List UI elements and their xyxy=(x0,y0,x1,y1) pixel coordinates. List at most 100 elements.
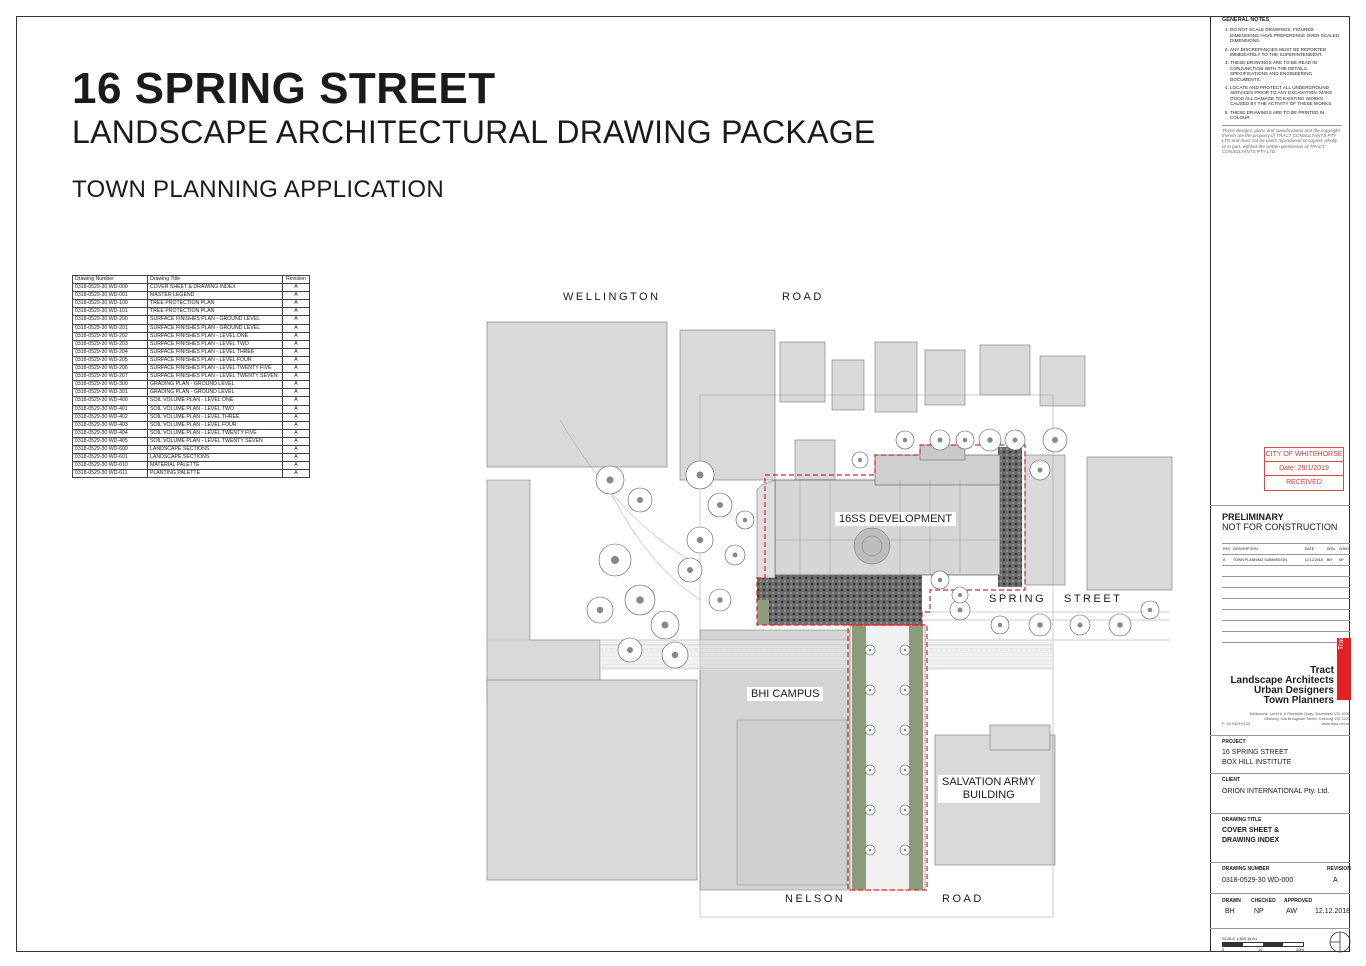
table-cell: A xyxy=(282,444,310,455)
application-type: TOWN PLANNING APPLICATION xyxy=(72,176,445,203)
tree-trunk-icon xyxy=(903,688,907,692)
checked-by: NP xyxy=(1254,908,1264,915)
tree-trunk-icon xyxy=(903,768,907,772)
table-cell: A xyxy=(282,404,310,414)
divider xyxy=(1210,928,1350,929)
tree-trunk-icon xyxy=(957,607,963,613)
client-name: ORION INTERNATIONAL Pty. Ltd. xyxy=(1222,788,1330,795)
tree-trunk-icon xyxy=(732,552,738,558)
revision-row-empty xyxy=(1222,587,1350,599)
divider xyxy=(1210,505,1350,506)
table-cell: A xyxy=(282,307,310,317)
general-note-item: LOCATE AND PROTECT ALL UNDERGROUND SERVI… xyxy=(1230,85,1342,107)
street-label-spring: SPRING xyxy=(987,593,1049,605)
project-title: 16 SPRING STREET xyxy=(72,64,496,113)
development-footprint xyxy=(756,444,1022,625)
table-cell: A xyxy=(282,299,310,309)
tree-trunk-icon xyxy=(696,536,704,544)
divider xyxy=(1210,773,1350,774)
table-cell: A xyxy=(282,323,310,333)
general-notes-heading: GENERAL NOTES xyxy=(1222,17,1270,23)
tree-trunk-icon xyxy=(958,593,962,597)
tree-trunk-icon xyxy=(1012,437,1018,443)
revision-cell: 12.12.2018 xyxy=(1303,554,1326,566)
revision-row-empty xyxy=(1222,609,1350,621)
tree-trunk-icon xyxy=(627,647,633,653)
scale-tick: 10 xyxy=(1258,947,1263,952)
tree-trunk-icon xyxy=(868,848,872,852)
tree-trunk-icon xyxy=(903,848,907,852)
tree-trunk-icon xyxy=(637,497,643,503)
tract-logo-text: Tract xyxy=(1338,634,1345,650)
tree-trunk-icon xyxy=(868,768,872,772)
tree-trunk-icon xyxy=(1117,622,1123,628)
tree-trunk-icon xyxy=(596,606,604,614)
table-cell: A xyxy=(282,291,310,301)
tree-trunk-icon xyxy=(987,437,993,443)
table-cell: A xyxy=(282,355,310,366)
column-header: REV xyxy=(1222,543,1232,555)
general-note-item: DO NOT SCALE DRAWINGS. FIGURED DIMENSION… xyxy=(1230,27,1342,43)
tree-trunk-icon xyxy=(671,651,679,659)
firm-web: www.tract.net.au xyxy=(1321,722,1350,726)
tree-trunk-icon xyxy=(1052,437,1058,443)
copyright-note: These designs, plans and specifications … xyxy=(1222,124,1342,155)
divider xyxy=(1210,893,1350,894)
table-cell: A xyxy=(282,315,310,325)
tree-trunk-icon xyxy=(1077,622,1083,628)
tree-trunk-icon xyxy=(868,808,872,812)
drawing-index-table: Drawing Number Drawing Title Revision 03… xyxy=(72,274,310,479)
table-cell: A xyxy=(282,469,310,479)
revision-row-empty xyxy=(1222,642,1350,653)
tract-logo: Tract xyxy=(1337,634,1351,700)
revision-row-empty xyxy=(1222,576,1350,588)
tree-trunk-icon xyxy=(1037,467,1043,473)
tree-trunk-icon xyxy=(868,728,872,732)
project-name: 16 SPRING STREET xyxy=(1222,749,1289,756)
table-cell: A xyxy=(282,453,310,463)
tree-trunk-icon xyxy=(903,728,907,732)
street-label-wellington: WELLINGTON xyxy=(563,291,661,303)
revision-cell: A xyxy=(1222,554,1232,566)
drawing-revision: A xyxy=(1333,877,1338,884)
street-label-road-south: ROAD xyxy=(940,893,986,905)
revision-label: REVISION xyxy=(1327,866,1351,872)
general-notes: GENERAL NOTES DO NOT SCALE DRAWINGS. FIG… xyxy=(1222,17,1342,155)
revision-row-empty xyxy=(1222,598,1350,610)
revision-table: REV DESCRIPTION DATE DRN CHKD A TOWN PLA… xyxy=(1222,543,1350,653)
table-cell: A xyxy=(282,412,310,422)
site-boundary xyxy=(756,444,1026,891)
drawing-status: PRELIMINARY NOT FOR CONSTRUCTION xyxy=(1222,512,1337,532)
tree-trunk-icon xyxy=(1147,607,1153,613)
column-header: Revision xyxy=(282,274,310,285)
table-cell: A xyxy=(282,396,310,406)
revision-cell: TOWN PLANNING SUBMISSION xyxy=(1232,554,1304,566)
tree-trunk-icon xyxy=(611,556,619,564)
table-cell: A xyxy=(282,364,310,374)
drawing-sheet-border xyxy=(16,16,1350,952)
tree-trunk-icon xyxy=(1037,622,1043,628)
tree-trunk-icon xyxy=(997,622,1003,628)
tree-trunk-icon xyxy=(858,458,862,462)
drawing-title-label: DRAWING TITLE xyxy=(1222,817,1262,823)
street-label-nelson: NELSON xyxy=(783,893,848,905)
tree-trunk-icon xyxy=(742,517,748,523)
drawing-number: 0318-0529-30 WD-000 xyxy=(1222,877,1294,884)
revision-row-empty xyxy=(1222,631,1350,643)
drawing-date: 12.12.2018 xyxy=(1315,908,1351,915)
street-label-road-north: ROAD xyxy=(782,291,824,303)
tree-trunk-icon xyxy=(636,596,644,604)
